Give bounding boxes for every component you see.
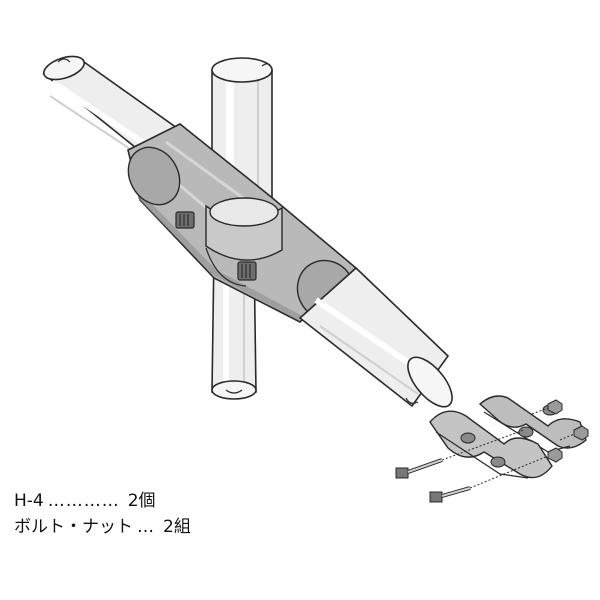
- bolt-head-icon: [237, 261, 257, 281]
- nut-icon: [547, 447, 563, 463]
- horizontal-pipe-lower: [298, 266, 453, 408]
- clamp-half-lower: [429, 410, 553, 479]
- bolt-icon: [429, 486, 471, 503]
- nut-icon: [531, 399, 563, 415]
- parts-list-item: ボルト・ナット … 2組: [14, 514, 191, 540]
- leader-dots: …: [137, 517, 155, 537]
- cross-joint-h4: [127, 123, 358, 323]
- parts-list-item: H-4 ………… 2個: [14, 488, 191, 514]
- parts-list: H-4 ………… 2個 ボルト・ナット … 2組: [14, 488, 191, 540]
- bolt-head-icon: [175, 211, 195, 229]
- part-name: H-4: [14, 491, 44, 511]
- nut-icon: [559, 425, 589, 441]
- part-name: ボルト・ナット: [14, 517, 133, 537]
- leader-dots: …………: [47, 491, 120, 511]
- bolt-icon: [395, 458, 443, 479]
- part-quantity: 2組: [163, 517, 191, 537]
- part-quantity: 2個: [127, 491, 156, 511]
